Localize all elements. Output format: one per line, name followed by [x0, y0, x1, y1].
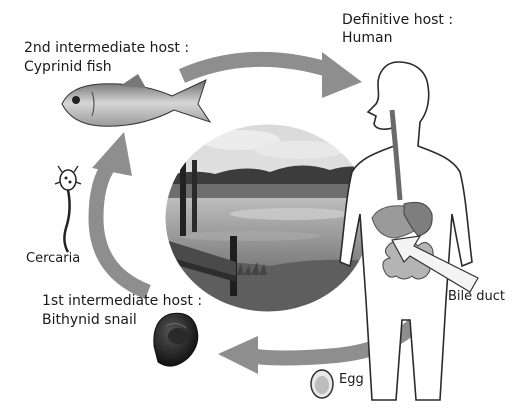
second-intermediate-host-label: 2nd intermediate host :: [24, 40, 189, 56]
first-intermediate-host-label: 1st intermediate host :: [42, 293, 202, 309]
definitive-host-label: Definitive host :: [342, 12, 453, 28]
cercaria-icon: [55, 166, 81, 252]
bithynid-snail-icon: [154, 313, 198, 366]
second-intermediate-host-name: Cyprinid fish: [24, 59, 112, 75]
cyprinid-fish-icon: [62, 74, 210, 126]
first-intermediate-host-name: Bithynid snail: [42, 312, 137, 328]
definitive-host-name: Human: [342, 30, 393, 46]
arrow-fish-to-human: [182, 59, 330, 76]
bile-duct-label: Bile duct: [448, 289, 505, 304]
egg-label: Egg: [339, 372, 364, 387]
arrow-snail-to-fish: [96, 164, 148, 292]
arrow-fish-to-human-head: [322, 52, 362, 98]
arrow-human-to-snail-head: [218, 336, 258, 374]
egg-icon: [311, 370, 333, 398]
cercaria-label: Cercaria: [26, 251, 80, 266]
